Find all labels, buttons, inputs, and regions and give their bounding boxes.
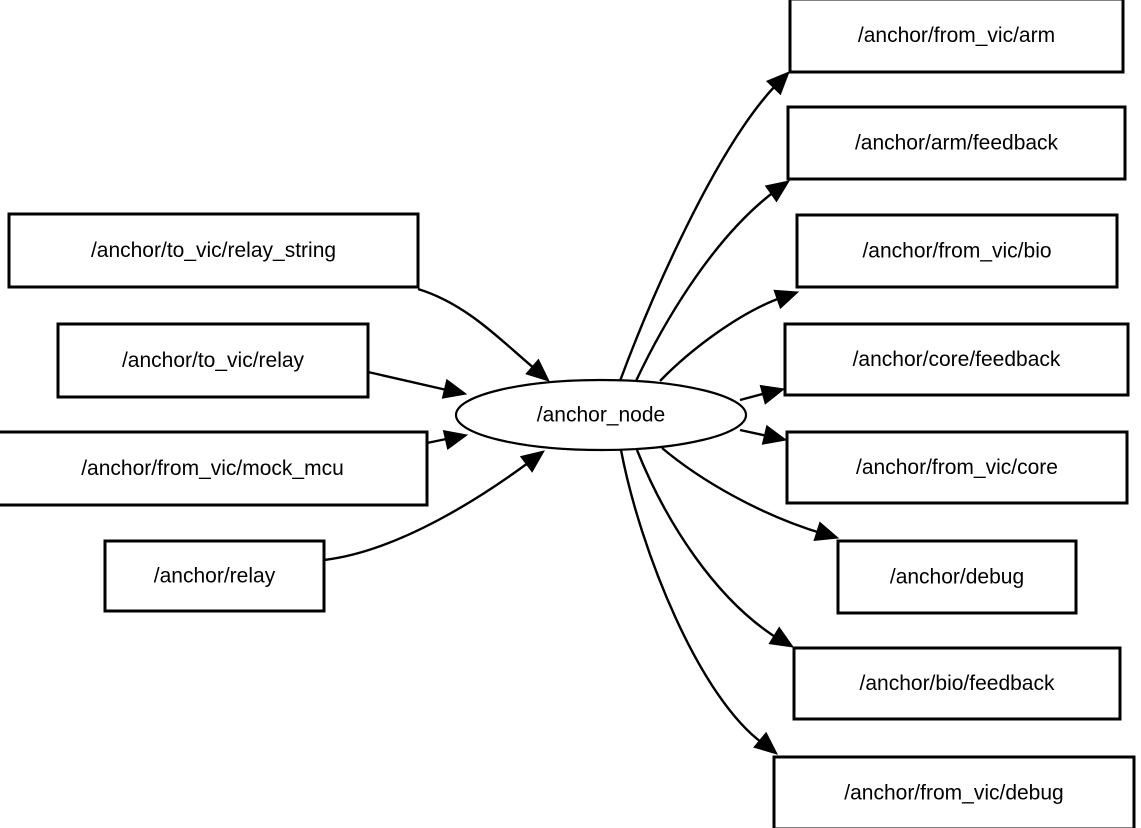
e-out-from-vic-bio[interactable] <box>659 289 800 382</box>
node-debug-label: /anchor/debug <box>890 566 1024 589</box>
e-out-core-feedback-arrowhead-icon <box>759 384 786 405</box>
node-from_vic_debug-box <box>772 755 1136 828</box>
node-arm_feedback[interactable]: /anchor/arm/feedback <box>786 105 1127 181</box>
node-to_vic_relay_string[interactable]: /anchor/to_vic/relay_string <box>7 212 420 289</box>
node-arm_feedback-box <box>786 105 1127 181</box>
e-out-debug[interactable] <box>661 447 840 542</box>
e-out-arm-feedback[interactable] <box>634 180 791 382</box>
e-out-from-vic-arm-line <box>618 85 776 382</box>
node-from_vic_core-label: /anchor/from_vic/core <box>856 456 1058 479</box>
node-core_feedback[interactable]: /anchor/core/feedback <box>783 322 1130 397</box>
e-relay-string-in[interactable] <box>417 287 550 382</box>
e-to-vic-relay-in[interactable] <box>367 370 468 399</box>
node-from_vic_arm-label: /anchor/from_vic/arm <box>858 24 1055 47</box>
e-out-core-feedback[interactable] <box>739 384 786 405</box>
node-to_vic_relay_string-box <box>7 212 420 289</box>
e-out-from-vic-core-arrowhead-icon <box>761 424 788 445</box>
e-out-from-vic-bio-line <box>659 295 784 382</box>
node-bio_feedback[interactable]: /anchor/bio/feedback <box>792 646 1122 721</box>
node-to_vic_relay-label: /anchor/to_vic/relay <box>122 349 305 372</box>
e-relay-in-arrowhead-icon <box>519 450 546 473</box>
e-relay-string-in-arrowhead-icon <box>525 358 550 382</box>
node-core_feedback-box <box>783 322 1130 397</box>
node-from_vic_debug-label: /anchor/from_vic/debug <box>844 782 1063 805</box>
e-relay-in-line <box>323 459 533 562</box>
node-from_vic_mock_mcu-label: /anchor/from_vic/mock_mcu <box>81 457 344 480</box>
node-from_vic_arm-box <box>788 0 1125 74</box>
e-to-vic-relay-in-arrowhead-icon <box>441 378 468 399</box>
e-out-from-vic-arm-arrowhead-icon <box>765 71 790 96</box>
node-relay[interactable]: /anchor/relay <box>103 539 326 613</box>
node-relay-box <box>103 539 326 613</box>
e-out-from-vic-core[interactable] <box>739 424 788 445</box>
node-from_vic_bio-label: /anchor/from_vic/bio <box>862 240 1051 263</box>
e-out-from-vic-debug[interactable] <box>619 449 778 755</box>
e-out-debug-line <box>661 447 825 536</box>
node-bio_feedback-label: /anchor/bio/feedback <box>860 672 1055 695</box>
node-relay-label: /anchor/relay <box>154 565 276 588</box>
node-core_feedback-label: /anchor/core/feedback <box>853 348 1061 371</box>
node-from_vic_mock_mcu-box <box>0 430 429 507</box>
node-to_vic_relay-box <box>56 322 370 399</box>
node-anchor_node-ellipse <box>454 378 748 452</box>
node-to_vic_relay[interactable]: /anchor/to_vic/relay <box>56 322 370 399</box>
node-anchor_node[interactable]: /anchor_node <box>454 378 748 452</box>
e-out-bio-feedback-line <box>635 449 781 642</box>
node-from_vic_bio[interactable]: /anchor/from_vic/bio <box>795 213 1119 289</box>
e-to-vic-relay-in-line <box>367 370 452 393</box>
node-anchor_node-label: /anchor_node <box>537 404 665 427</box>
node-debug-box <box>836 539 1078 615</box>
node-from_vic_bio-box <box>795 213 1119 289</box>
node-from_vic_debug[interactable]: /anchor/from_vic/debug <box>772 755 1136 828</box>
e-out-from-vic-debug-line <box>619 449 766 746</box>
e-out-arm-feedback-arrowhead-icon <box>764 180 791 203</box>
node-debug[interactable]: /anchor/debug <box>836 539 1078 615</box>
e-out-from-vic-bio-arrowhead-icon <box>773 289 800 310</box>
node-from_vic_core[interactable]: /anchor/from_vic/core <box>785 430 1129 505</box>
node-arm_feedback-label: /anchor/arm/feedback <box>855 132 1059 155</box>
e-out-debug-arrowhead-icon <box>813 521 840 542</box>
node-bio_feedback-box <box>792 646 1122 721</box>
e-out-arm-feedback-line <box>634 190 776 382</box>
node-from_vic_arm[interactable]: /anchor/from_vic/arm <box>788 0 1125 74</box>
e-mock-mcu-in[interactable] <box>426 429 469 450</box>
node-from_vic_mock_mcu[interactable]: /anchor/from_vic/mock_mcu <box>0 430 429 507</box>
node-to_vic_relay_string-label: /anchor/to_vic/relay_string <box>91 239 336 262</box>
e-relay-in[interactable] <box>323 450 546 562</box>
e-out-from-vic-arm[interactable] <box>618 71 790 382</box>
node-from_vic_core-box <box>785 430 1129 505</box>
e-out-bio-feedback[interactable] <box>635 449 795 648</box>
e-out-bio-feedback-arrowhead-icon <box>768 626 795 648</box>
e-mock-mcu-in-arrowhead-icon <box>442 429 469 450</box>
e-out-from-vic-debug-arrowhead-icon <box>753 731 778 755</box>
e-relay-string-in-line <box>417 287 542 375</box>
edges-layer <box>323 71 840 755</box>
